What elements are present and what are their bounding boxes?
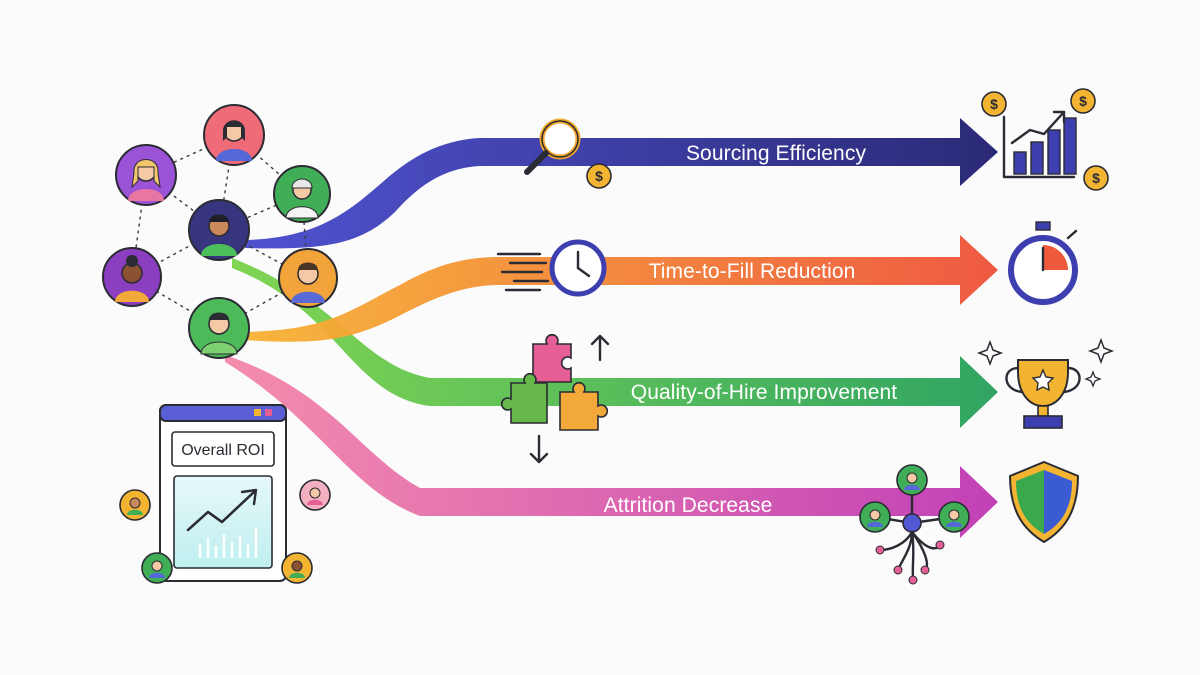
clock-icon bbox=[496, 239, 607, 297]
trophy-icon bbox=[1005, 359, 1081, 429]
svg-text:$: $ bbox=[595, 168, 603, 184]
dashboard-title: Overall ROI bbox=[181, 442, 265, 459]
svg-text:$: $ bbox=[1092, 170, 1100, 186]
label-sourcing-efficiency: Sourcing Efficiency bbox=[686, 142, 867, 165]
label-attrition-decrease: Attrition Decrease bbox=[604, 494, 773, 517]
coin-icon: $ bbox=[586, 163, 612, 189]
person-node-left bbox=[102, 247, 162, 307]
puzzle-icon bbox=[500, 333, 610, 464]
person-node-upper-left bbox=[115, 144, 177, 206]
person-node-right bbox=[273, 165, 331, 223]
sparkle-icon bbox=[976, 337, 1115, 388]
shield-icon bbox=[1008, 460, 1080, 544]
svg-text:$: $ bbox=[1079, 93, 1087, 109]
avatar-small-bottom-right bbox=[281, 552, 313, 584]
avatar-small-left bbox=[119, 489, 151, 521]
person-node-top bbox=[203, 104, 265, 166]
flow-band-sourcing bbox=[245, 118, 998, 249]
person-node-bottom bbox=[188, 297, 250, 359]
label-time-to-fill: Time-to-Fill Reduction bbox=[649, 260, 856, 283]
trend-chart-icon bbox=[186, 488, 258, 558]
person-node-center bbox=[188, 199, 250, 261]
avatar-small-bottom-left bbox=[141, 552, 173, 584]
label-quality-of-hire: Quality-of-Hire Improvement bbox=[631, 381, 898, 404]
org-tree-icon bbox=[859, 464, 970, 585]
bar-chart-growth-icon: $ $ $ bbox=[981, 88, 1109, 191]
flow-band-attrition bbox=[225, 355, 998, 538]
svg-text:$: $ bbox=[990, 96, 998, 112]
stopwatch-icon bbox=[1008, 221, 1078, 305]
avatar-small-right bbox=[299, 479, 331, 511]
person-node-orange bbox=[278, 248, 338, 308]
flow-band-quality bbox=[232, 258, 998, 428]
magnifier-icon bbox=[524, 118, 581, 175]
flow-band-time bbox=[245, 235, 998, 342]
